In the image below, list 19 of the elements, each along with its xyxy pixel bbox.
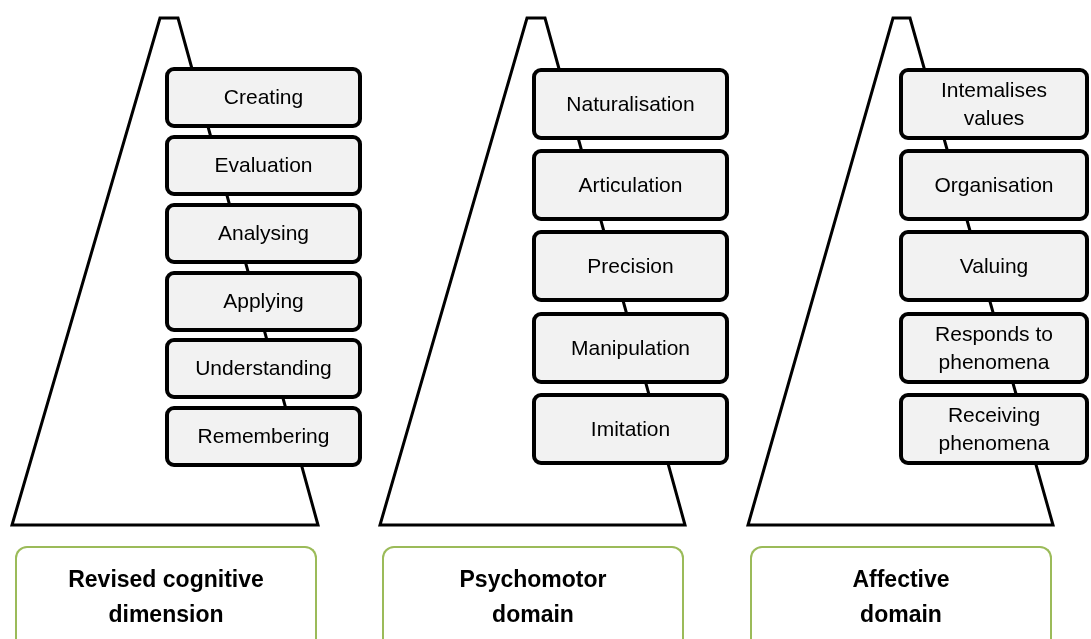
domain-box: Revised cognitive dimension xyxy=(15,546,317,639)
level-box: Organisation xyxy=(899,149,1089,221)
level-box: Receiving phenomena xyxy=(899,393,1089,465)
level-box: Imitation xyxy=(532,393,729,465)
level-box: Naturalisation xyxy=(532,68,729,140)
domain-box: Affective domain xyxy=(750,546,1052,639)
level-box: Remembering xyxy=(165,406,362,467)
level-box: Understanding xyxy=(165,338,362,399)
level-box: Creating xyxy=(165,67,362,128)
level-box: Articulation xyxy=(532,149,729,221)
level-box: Valuing xyxy=(899,230,1089,302)
level-box: Manipulation xyxy=(532,312,729,384)
level-box: Applying xyxy=(165,271,362,332)
level-box: Evaluation xyxy=(165,135,362,196)
level-box: Analysing xyxy=(165,203,362,264)
level-box: Responds to phenomena xyxy=(899,312,1089,384)
level-box: Precision xyxy=(532,230,729,302)
level-box: Intemalises values xyxy=(899,68,1089,140)
domain-box: Psychomotor domain xyxy=(382,546,684,639)
